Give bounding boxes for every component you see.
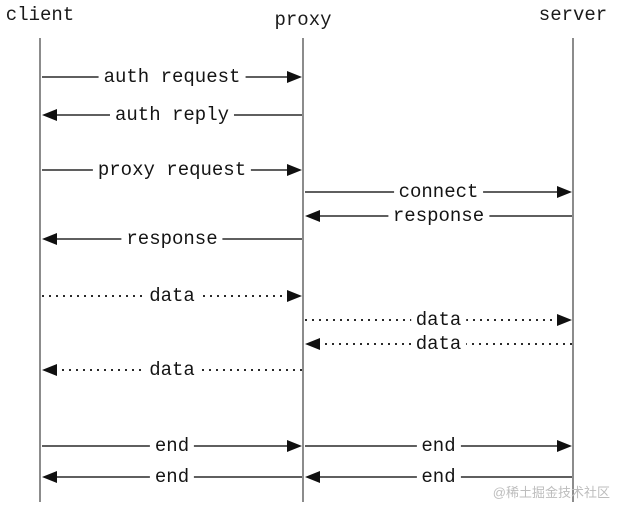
arrowhead-right-icon (287, 290, 302, 302)
lifeline-proxy (302, 38, 304, 502)
message-label: data (144, 286, 200, 306)
arrowhead-left-icon (42, 471, 57, 483)
lifeline-client (39, 38, 41, 502)
arrowhead-right-icon (557, 186, 572, 198)
message-label: response (121, 229, 223, 249)
arrowhead-left-icon (305, 471, 320, 483)
arrowhead-left-icon (42, 364, 57, 376)
watermark: @稀土掘金技术社区 (492, 485, 610, 500)
message-label: data (410, 310, 467, 330)
actor-label-server: server (538, 4, 608, 26)
arrowhead-right-icon (287, 71, 302, 83)
arrowhead-right-icon (557, 314, 572, 326)
message-label: response (387, 206, 490, 226)
message-label: proxy request (92, 160, 252, 180)
actor-label-proxy: proxy (274, 9, 332, 31)
arrowhead-right-icon (287, 440, 302, 452)
message-label: auth request (98, 67, 246, 87)
message-label: end (149, 467, 195, 487)
arrowhead-left-icon (305, 210, 320, 222)
message-label: auth reply (109, 105, 235, 125)
lifeline-server (572, 38, 574, 502)
actor-label-client: client (5, 4, 75, 26)
message-label: end (416, 467, 461, 487)
arrowhead-right-icon (557, 440, 572, 452)
message-label: connect (393, 182, 484, 202)
message-label: data (410, 334, 467, 354)
arrowhead-left-icon (42, 109, 57, 121)
message-label: end (416, 436, 461, 456)
arrowhead-right-icon (287, 164, 302, 176)
arrowhead-left-icon (305, 338, 320, 350)
message-label: data (144, 360, 200, 380)
arrowhead-left-icon (42, 233, 57, 245)
message-label: end (149, 436, 195, 456)
